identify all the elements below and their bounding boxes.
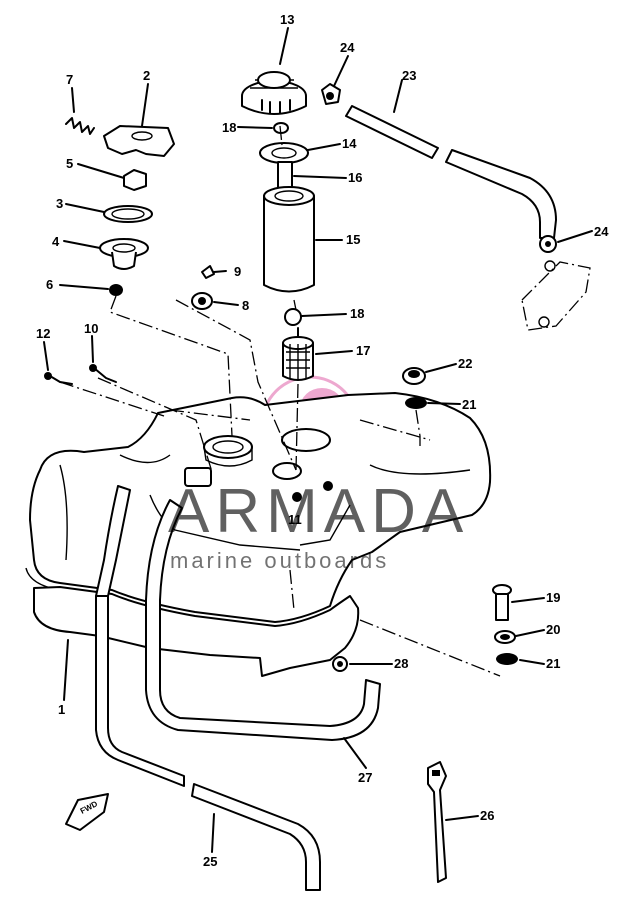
grommet-22	[402, 367, 426, 385]
callout-6: 6	[46, 277, 53, 292]
callout-14: 14	[342, 136, 357, 151]
callout-18-top: 18	[222, 120, 236, 135]
watermark-brand: ARMADA	[168, 477, 469, 546]
callout-22: 22	[458, 356, 472, 371]
callout-3: 3	[56, 196, 63, 211]
tank-filler-neck	[184, 428, 333, 502]
callout-9: 9	[234, 264, 241, 279]
callout-13: 13	[280, 12, 294, 27]
washer-21-bottom	[496, 653, 518, 665]
callout-2: 2	[143, 68, 150, 83]
callout-8: 8	[242, 298, 249, 313]
screw-9	[201, 265, 215, 279]
fuel-hose-27	[145, 499, 381, 741]
filler-strainer	[263, 161, 315, 293]
vent-plate	[521, 260, 591, 331]
callout-12: 12	[36, 326, 50, 341]
washer-21-top	[405, 397, 427, 409]
callout-23: 23	[402, 68, 416, 83]
callout-16: 16	[348, 170, 362, 185]
callout-21-bottom: 21	[546, 656, 560, 671]
leader-lines	[43, 27, 593, 853]
callout-1: 1	[58, 702, 65, 717]
breather-hose	[345, 105, 557, 239]
spring-7	[65, 117, 95, 135]
callout-11: 11	[288, 512, 302, 527]
callout-21-top: 21	[462, 397, 476, 412]
bushing-4	[99, 238, 149, 270]
callout-5: 5	[66, 156, 73, 171]
clamp-24-top	[321, 83, 341, 105]
callout-10: 10	[84, 321, 98, 336]
plug-6	[109, 284, 123, 296]
nut-5	[123, 169, 147, 191]
callout-15: 15	[346, 232, 360, 247]
clip-28	[332, 656, 348, 672]
callout-28: 28	[394, 656, 408, 671]
callout-19: 19	[546, 590, 560, 605]
fuel-filter	[282, 308, 314, 381]
bolt-10	[93, 367, 117, 383]
callout-4: 4	[52, 234, 60, 249]
strap-26	[427, 761, 447, 883]
bolt-19	[492, 584, 512, 621]
callout-26: 26	[480, 808, 494, 823]
callout-20: 20	[546, 622, 560, 637]
callout-7: 7	[66, 72, 73, 87]
bracket-2	[103, 125, 175, 157]
fwd-arrow: FWD	[65, 793, 109, 831]
callout-25: 25	[203, 854, 217, 869]
callout-17: 17	[356, 343, 370, 358]
callout-24-top: 24	[340, 40, 355, 55]
callout-27: 27	[358, 770, 372, 785]
clip-8	[191, 292, 213, 310]
clamp-24-bottom	[539, 235, 557, 253]
assembly-lines	[59, 125, 501, 677]
watermark-tagline: marine outboards	[170, 548, 389, 573]
washer-20	[494, 630, 516, 644]
callout-18-bottom: 18	[350, 306, 364, 321]
filler-gasket	[259, 142, 309, 164]
callout-labels: 7 2 5 3 4 6 9 8 12 10 13 24 18 14 16 15 …	[36, 12, 609, 869]
fuel-cap	[241, 71, 307, 115]
callout-24-bottom: 24	[594, 224, 609, 239]
fuel-hose-25	[95, 485, 321, 891]
